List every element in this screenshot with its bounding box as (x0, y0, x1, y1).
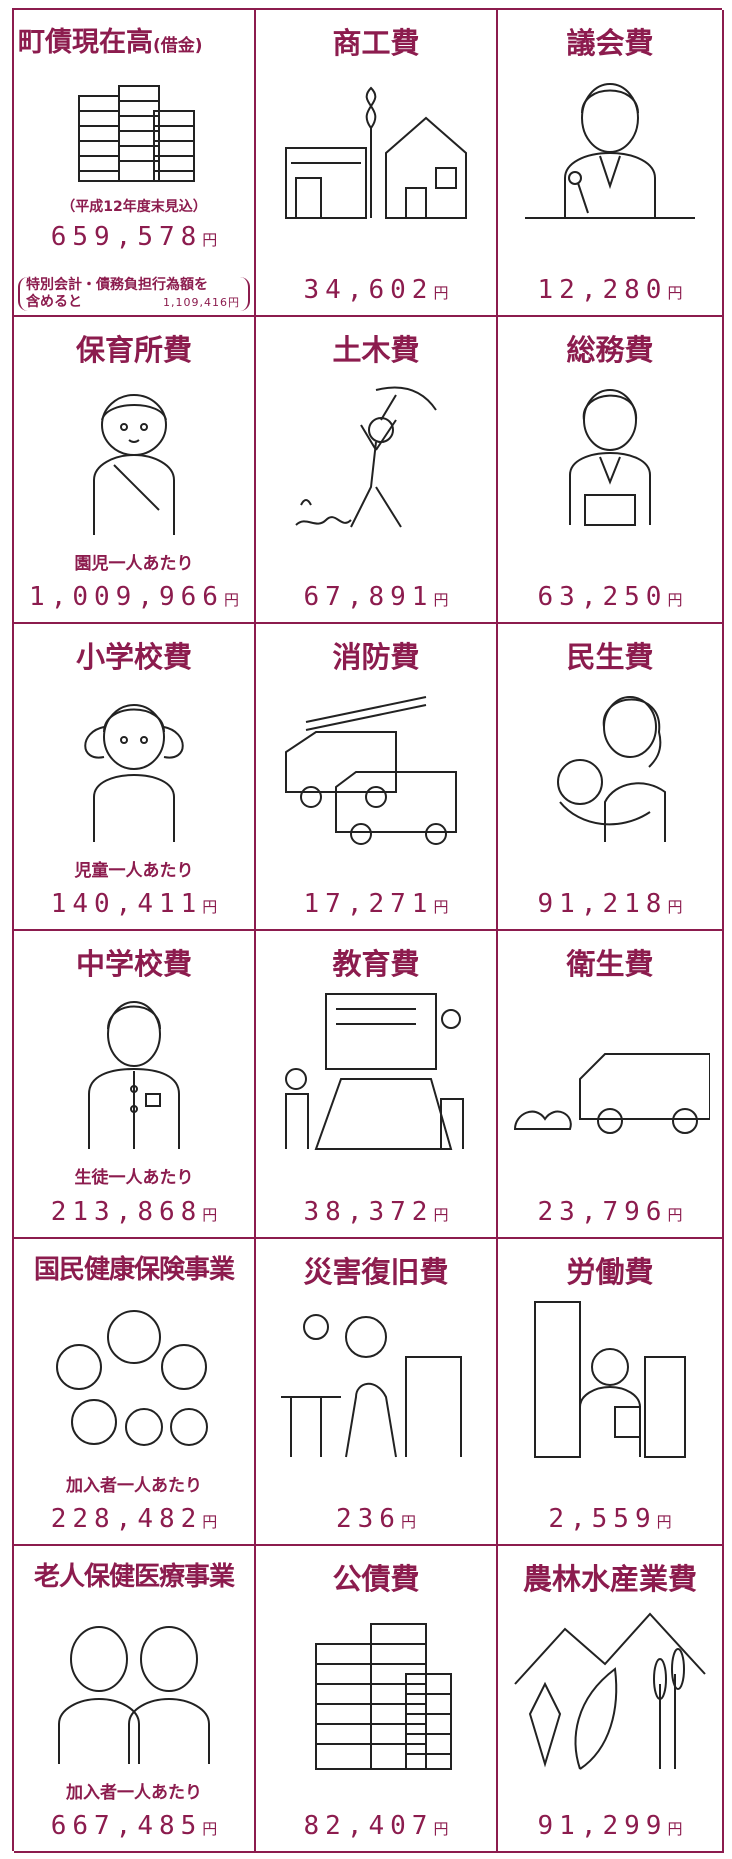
cell-national-health-insurance: 国民健康保険事業 加入者一人あたり 228,482円 (14, 1238, 256, 1546)
family-faces-icon (34, 1297, 234, 1467)
cell-agriculture-forestry-fisheries: 農林水産業費 91,299円 (498, 1545, 724, 1853)
toddler-icon (34, 375, 234, 545)
cell-value: 82,407円 (303, 1810, 449, 1841)
cell-value: 23,796円 (537, 1196, 683, 1227)
cell-elderly-health: 老人保健医療事業 加入者一人あたり 667,485円 (14, 1545, 256, 1853)
cell-nursery: 保育所費 園児一人あたり 1,009,966円 (14, 317, 256, 625)
office-worker-icon (510, 375, 710, 545)
nature-icon (510, 1604, 710, 1774)
cell-title: 総務費 (566, 333, 654, 368)
cell-value: 63,250円 (537, 582, 683, 613)
pickaxe-worker-icon (276, 375, 476, 545)
cell-value: 67,891円 (303, 582, 449, 613)
cell-title: 労働費 (566, 1254, 654, 1289)
cell-town-debt: 町債現在高(借金) （平成12年度末見込） 659,578円 特別会計・債務負担… (14, 10, 256, 318)
cell-value: 140,411円 (50, 889, 218, 920)
cell-title: 議会費 (566, 26, 654, 60)
cell-title: 町債現在高(借金) (18, 27, 203, 58)
cell-junior-high: 中学校費 生徒一人あたり 213,868円 (14, 931, 256, 1239)
cell-debt-service: 公債費 82,407円 (256, 1545, 498, 1853)
cell-value: 17,271円 (303, 889, 449, 920)
garbage-truck-icon (510, 989, 711, 1159)
cell-title: 国民健康保険事業 (33, 1254, 235, 1285)
cell-value: 91,218円 (537, 889, 683, 920)
shop-icon (276, 68, 476, 238)
student-icon (34, 989, 234, 1159)
fire-truck-icon (276, 682, 476, 852)
cell-value: 213,868円 (50, 1196, 218, 1227)
building-stack-icon (276, 1604, 476, 1774)
cell-value: 34,602円 (303, 275, 449, 306)
cell-title: 公債費 (332, 1561, 420, 1596)
cell-title: 土木費 (332, 333, 420, 368)
cell-title: 中学校費 (75, 947, 192, 982)
cell-elementary-school: 小学校費 児童一人あたり 140,411円 (14, 624, 256, 932)
cell-title: 小学校費 (75, 640, 192, 675)
cell-title: 衛生費 (566, 947, 654, 982)
budget-grid: 町債現在高(借金) （平成12年度末見込） 659,578円 特別会計・債務負担… (12, 8, 724, 1853)
speaker-icon (510, 68, 710, 238)
cell-value: 228,482円 (50, 1503, 218, 1534)
cell-title: 教育費 (332, 947, 420, 982)
cell-welfare: 民生費 91,218円 (498, 624, 724, 932)
classroom-icon (276, 989, 476, 1159)
cell-title: 老人保健医療事業 (33, 1561, 235, 1592)
cell-title: 民生費 (566, 640, 654, 675)
cell-value: 236円 (336, 1503, 416, 1534)
disaster-icon (276, 1297, 476, 1467)
cell-value: 659,578円 (50, 222, 218, 252)
special-account-note: 特別会計・債務負担行為額を 含めると 1,109,416円 (18, 277, 250, 312)
cell-value: 38,372円 (303, 1196, 449, 1227)
schoolgirl-icon (34, 682, 234, 852)
cell-sanitation: 衛生費 23,796円 (498, 931, 724, 1239)
worker-buildings-icon (510, 1297, 710, 1467)
cell-general-affairs: 総務費 63,250円 (498, 317, 724, 625)
cell-title: 消防費 (332, 640, 420, 675)
cell-disaster-recovery: 災害復旧費 236円 (256, 1238, 498, 1546)
cell-value: 2,559円 (548, 1503, 672, 1534)
cell-title: 保育所費 (75, 333, 192, 368)
cell-value: 1,009,966円 (29, 582, 239, 613)
cell-title: 商工費 (332, 26, 420, 60)
cell-value: 12,280円 (537, 275, 683, 306)
cell-commerce: 商工費 34,602円 (256, 10, 498, 318)
cell-value: 91,299円 (537, 1810, 683, 1841)
cell-fire-department: 消防費 17,271円 (256, 624, 498, 932)
cell-title: 農林水産業費 (522, 1561, 697, 1596)
cell-civil-engineering: 土木費 67,891円 (256, 317, 498, 625)
cell-education: 教育費 38,372円 (256, 931, 498, 1239)
cell-value: 667,485円 (50, 1810, 218, 1841)
cell-labor: 労働費 2,559円 (498, 1238, 724, 1546)
elderly-couple-icon (34, 1604, 234, 1774)
mother-baby-icon (510, 682, 710, 852)
building-stack-icon (59, 66, 209, 186)
cell-assembly: 議会費 12,280円 (498, 10, 724, 318)
cell-title: 災害復旧費 (303, 1254, 449, 1289)
